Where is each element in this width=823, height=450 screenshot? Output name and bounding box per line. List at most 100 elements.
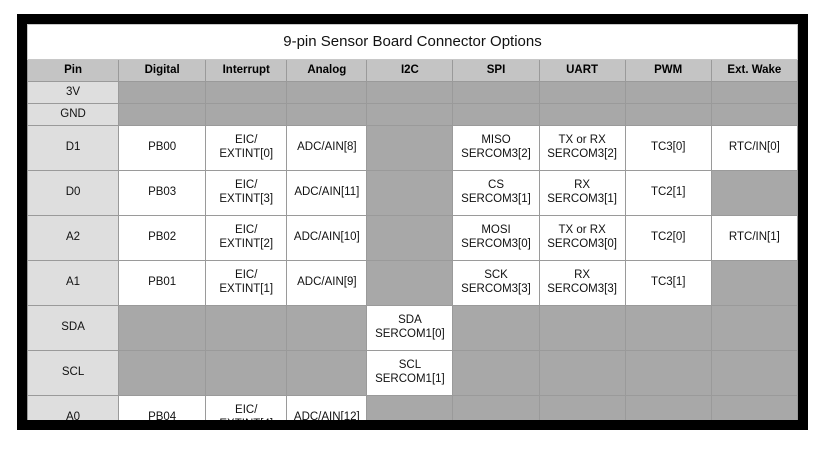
cell-line-1: ADC/AIN[8]: [297, 141, 357, 154]
empty-cell: [452, 103, 540, 126]
pin-label-cell: D0: [27, 170, 120, 216]
table-row: GND: [27, 103, 798, 126]
cell-line-1: TC3[0]: [650, 141, 686, 154]
cell-line-2: SERCOM3[2]: [461, 148, 531, 160]
column-header-pin: Pin: [27, 59, 120, 82]
value-cell: EIC/EXTINT[4]: [205, 395, 288, 420]
empty-cell: [710, 103, 798, 126]
pin-label-cell: SCL: [27, 350, 120, 396]
cell-line-1: PB03: [148, 186, 177, 199]
pin-label-cell: 3V: [27, 81, 120, 104]
value-cell: EIC/EXTINT[3]: [205, 170, 288, 216]
column-header-analog: Analog: [286, 59, 368, 82]
empty-cell: [538, 81, 626, 104]
cell-line-2: EXTINT[4]: [208, 418, 284, 420]
cell-line-1: ADC/AIN[11]: [294, 186, 360, 199]
cell-line-1: CS: [488, 179, 504, 192]
value-cell: TC3[1]: [624, 260, 712, 306]
cell-line-1: EIC/: [235, 224, 258, 237]
empty-cell: [538, 395, 626, 420]
cell-line-1: TC2[0]: [650, 231, 686, 244]
empty-cell: [710, 170, 798, 216]
empty-cell: [452, 350, 540, 396]
cell-line-1: TC3[1]: [650, 276, 686, 289]
empty-cell: [118, 81, 207, 104]
table-row: 3V: [27, 81, 798, 104]
empty-cell: [452, 305, 540, 351]
cell-line-2: SERCOM1[0]: [375, 328, 445, 340]
cell-line-2: SERCOM1[1]: [375, 373, 445, 385]
cell-line-1: EIC/: [235, 134, 258, 147]
table-container: 9-pin Sensor Board Connector Options Pin…: [27, 24, 798, 420]
value-cell: TC2[0]: [624, 215, 712, 261]
cell-line-1: PB00: [148, 141, 177, 154]
cell-line-1: ADC/AIN[9]: [297, 276, 357, 289]
empty-cell: [366, 260, 454, 306]
pin-label-cell: A2: [27, 215, 120, 261]
empty-cell: [710, 350, 798, 396]
empty-cell: [366, 81, 454, 104]
empty-cell: [205, 103, 288, 126]
value-cell: PB03: [118, 170, 207, 216]
cell-line-1: PB04: [148, 411, 177, 420]
value-cell: EIC/EXTINT[0]: [205, 125, 288, 171]
cell-line-2: EXTINT[0]: [219, 148, 274, 160]
column-header-pwm: PWM: [624, 59, 712, 82]
cell-line-2: EXTINT[2]: [219, 238, 274, 250]
cell-line-1: TX or RX: [558, 134, 606, 147]
value-cell: PB04: [118, 395, 207, 420]
cell-line-1: PB01: [148, 276, 177, 289]
empty-cell: [710, 305, 798, 351]
column-header-i2c: I2C: [366, 59, 454, 82]
column-header-spi: SPI: [452, 59, 540, 82]
column-header-digital: Digital: [118, 59, 207, 82]
empty-cell: [205, 81, 288, 104]
table-head: 9-pin Sensor Board Connector Options Pin…: [27, 24, 798, 82]
cell-line-1: EIC/: [235, 179, 258, 192]
cell-line-1: MOSI: [481, 224, 511, 237]
value-cell: TC3[0]: [624, 125, 712, 171]
empty-cell: [710, 395, 798, 420]
cell-line-2: SERCOM3[0]: [461, 238, 531, 250]
empty-cell: [624, 350, 712, 396]
table-frame: 9-pin Sensor Board Connector Options Pin…: [17, 14, 808, 430]
cell-line-1: RTC/IN[1]: [728, 231, 780, 244]
empty-cell: [118, 350, 207, 396]
value-cell: RTC/IN[0]: [710, 125, 798, 171]
empty-cell: [286, 81, 368, 104]
column-header-interrupt: Interrupt: [205, 59, 288, 82]
value-cell: ADC/AIN[8]: [286, 125, 368, 171]
empty-cell: [538, 103, 626, 126]
empty-cell: [538, 350, 626, 396]
cell-line-1: MISO: [481, 134, 511, 147]
empty-cell: [452, 81, 540, 104]
cell-line-1: SDA: [398, 314, 422, 327]
empty-cell: [624, 305, 712, 351]
empty-cell: [286, 103, 368, 126]
cell-line-2: EXTINT[1]: [219, 283, 274, 295]
empty-cell: [286, 350, 368, 396]
cell-line-1: RX: [574, 269, 591, 282]
cell-line-1: SCL: [398, 359, 422, 372]
cell-line-1: ADC/AIN[10]: [293, 231, 360, 244]
empty-cell: [118, 305, 207, 351]
empty-cell: [624, 395, 712, 420]
cell-line-2: SERCOM3[2]: [547, 148, 617, 160]
column-header-ext-wake: Ext. Wake: [710, 59, 798, 82]
empty-cell: [710, 260, 798, 306]
table-title: 9-pin Sensor Board Connector Options: [27, 24, 798, 60]
cell-line-1: EIC/: [235, 404, 258, 417]
pin-label-cell: SDA: [27, 305, 120, 351]
empty-cell: [205, 350, 288, 396]
